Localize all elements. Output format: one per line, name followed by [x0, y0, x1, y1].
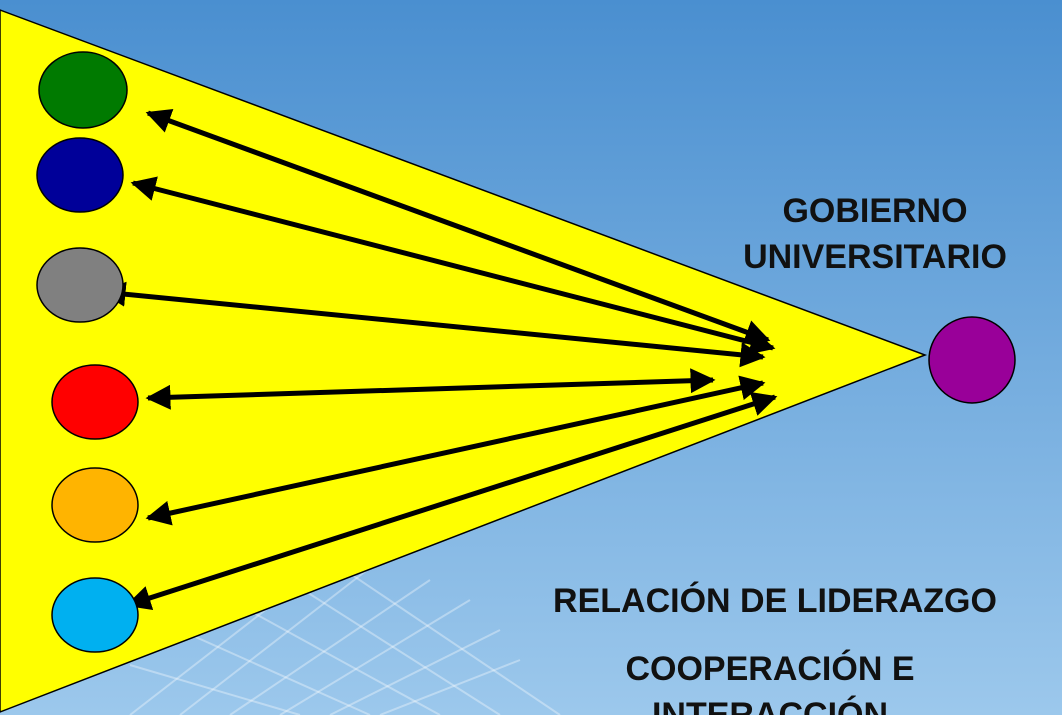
node-green	[38, 51, 128, 129]
nodes-group	[36, 51, 139, 653]
node-sky-blue	[51, 577, 139, 653]
relacion-liderazgo-label: RELACIÓN DE LIDERAZGO	[553, 582, 997, 620]
double-arrow-gray	[100, 281, 766, 368]
node-navy	[36, 137, 124, 213]
gobierno-universitario-label: GOBIERNO UNIVERSITARIO	[700, 188, 1050, 280]
arrows-group	[100, 108, 778, 611]
node-red	[51, 364, 139, 440]
building-grid-decoration	[129, 559, 561, 715]
node-gray	[36, 247, 124, 323]
double-arrow-sky-blue	[125, 391, 778, 611]
cooperacion-line-1: COOPERACIÓN E	[625, 650, 915, 688]
cooperacion-line-2: INTERACCIÓN	[651, 696, 889, 715]
node-orange	[51, 467, 139, 543]
gobierno-line-1: GOBIERNO	[782, 192, 968, 230]
gobierno-line-2: UNIVERSITARIO	[743, 238, 1007, 276]
cooperacion-interaccion-label: COOPERACIÓN E INTERACCIÓN	[540, 646, 1000, 715]
leader-node	[928, 316, 1016, 404]
